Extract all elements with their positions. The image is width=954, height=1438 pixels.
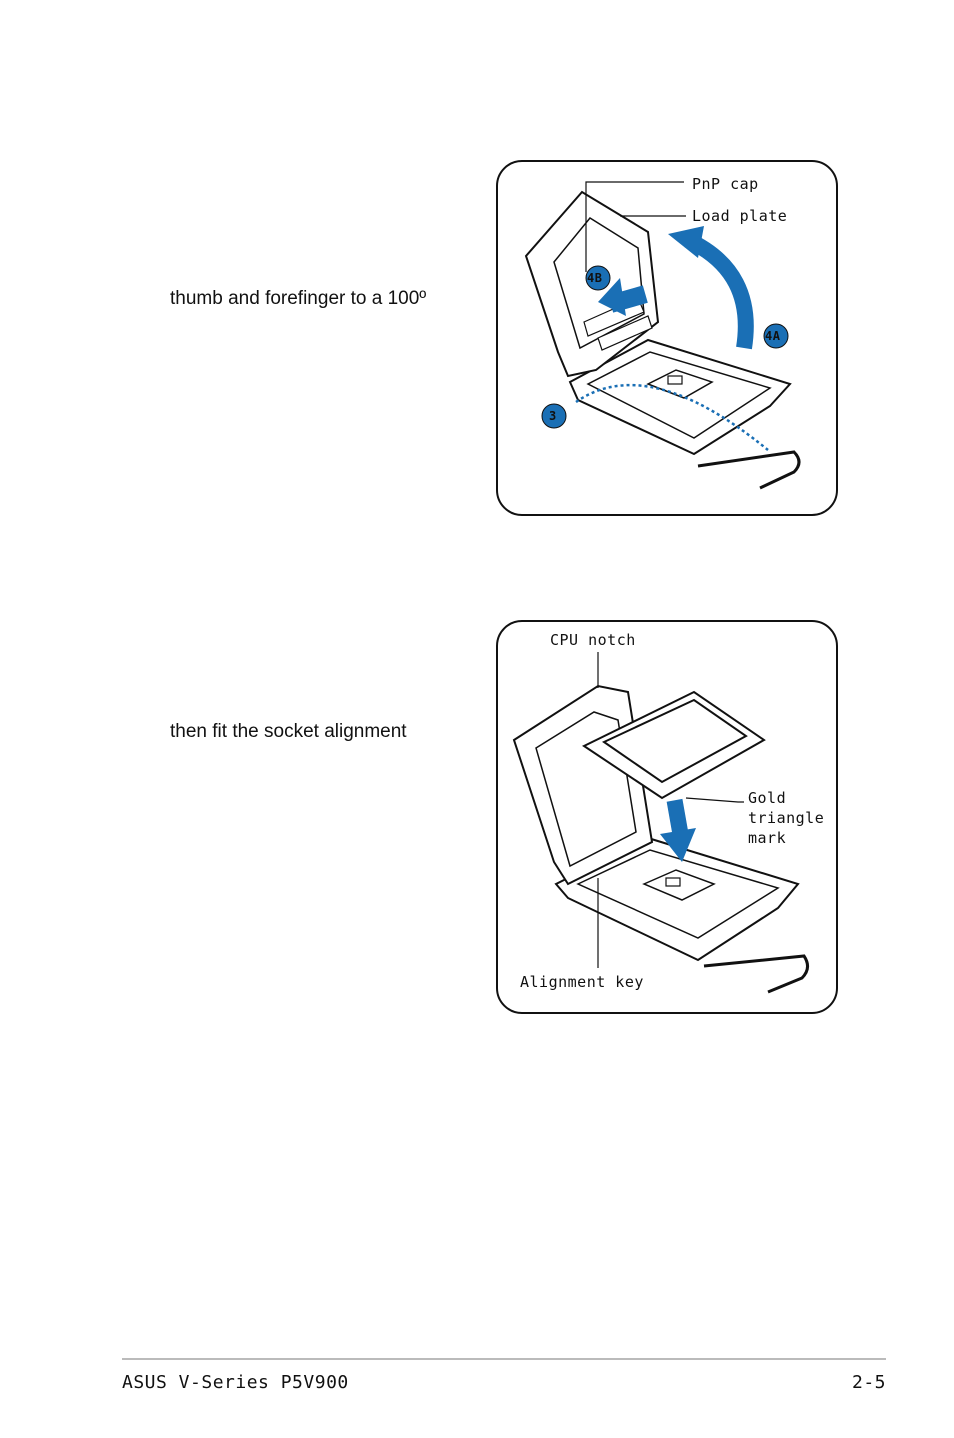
label-gold-triangle-1: Gold <box>748 789 787 807</box>
badge-4b: 4B <box>587 271 603 285</box>
footer-divider <box>122 1358 886 1360</box>
figure-load-plate: PnP cap Load plate 4B 4A 3 <box>496 160 838 516</box>
label-pnp-cap: PnP cap <box>692 175 759 193</box>
badge-4a: 4A <box>765 329 781 343</box>
footer-title: ASUS V-Series P5V900 <box>122 1372 349 1393</box>
badge-3: 3 <box>549 409 557 423</box>
figure-cpu-placement: CPU notch Gold triangle mark Alignment k… <box>496 620 838 1014</box>
step-3-text: thumb and forefinger to a 100º <box>170 288 427 309</box>
socket-illustration-open <box>524 181 801 490</box>
footer-page-number: 2-5 <box>851 1372 886 1393</box>
label-gold-triangle-2: triangle <box>748 809 825 827</box>
label-cpu-notch: CPU notch <box>550 631 636 649</box>
label-gold-triangle-3: mark <box>748 829 787 847</box>
socket-illustration-cpu <box>512 652 809 994</box>
label-load-plate: Load plate <box>692 207 788 225</box>
step-4-text: then fit the socket alignment <box>170 721 407 742</box>
label-alignment-key: Alignment key <box>520 973 644 991</box>
